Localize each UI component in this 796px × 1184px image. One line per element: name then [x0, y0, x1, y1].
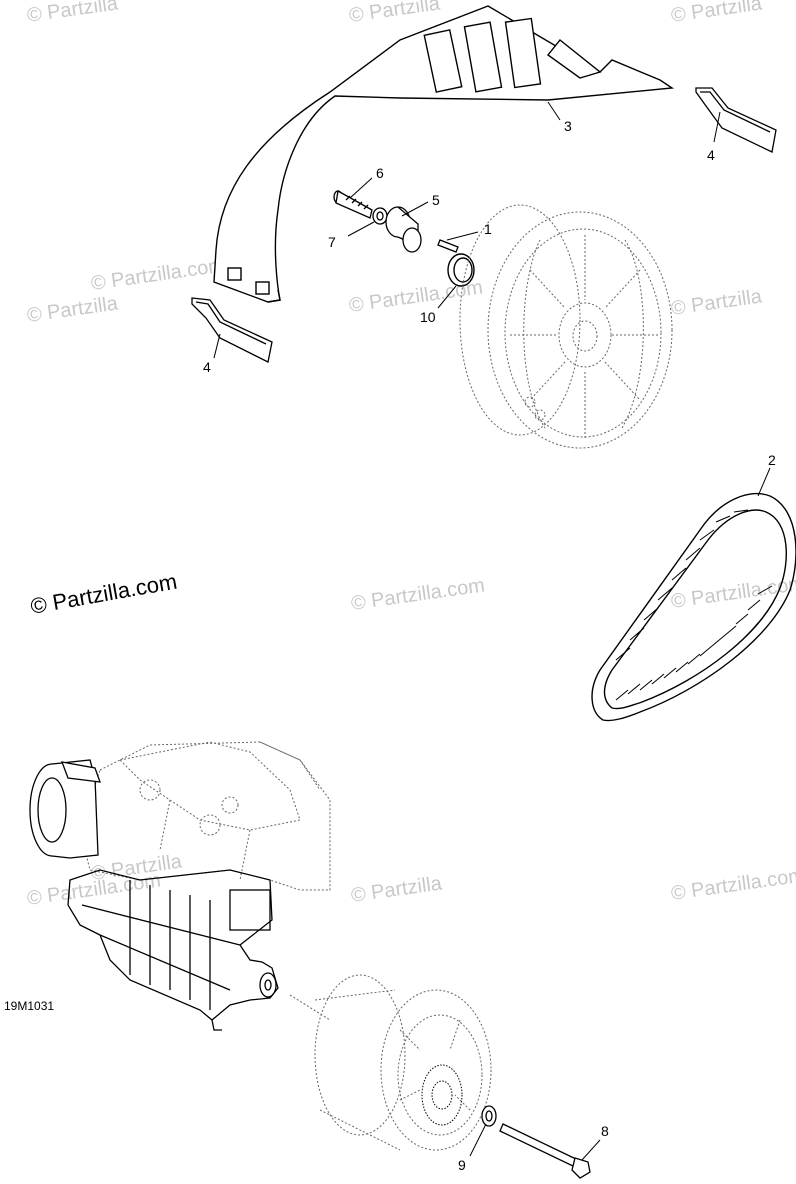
washer-part-9 [481, 1105, 497, 1127]
driven-pulley [459, 204, 673, 449]
pin-part-1 [437, 239, 459, 253]
washer-part-7 [372, 207, 388, 225]
leader-line-10 [437, 285, 457, 309]
callouts: 1 2 3 4 4 5 6 7 8 9 10 [203, 118, 776, 1173]
bolt-part-6 [333, 189, 373, 219]
watermark: © Partzilla.com [670, 572, 796, 613]
strip-part-4-left [191, 297, 273, 363]
callout-5: 5 [432, 192, 440, 208]
strip-part-4-right [695, 87, 777, 153]
callout-4: 4 [203, 359, 211, 375]
callout-4: 4 [707, 147, 715, 163]
belt-guard-part-3 [213, 5, 675, 303]
leader-line-7 [347, 221, 375, 237]
watermark: © Partzilla.com [90, 254, 227, 295]
callout-9: 9 [458, 1157, 466, 1173]
leader-line-1 [446, 231, 479, 241]
watermark: © Partzilla [670, 0, 764, 27]
bolt-part-8 [499, 1123, 591, 1179]
leader-line-8 [581, 1139, 601, 1161]
callout-1: 1 [484, 221, 492, 237]
leader-line-3 [547, 101, 561, 121]
leader-line-4a [713, 111, 721, 143]
bushing-part-5 [385, 206, 422, 253]
watermark: © Partzilla.com [670, 864, 796, 905]
callout-8: 8 [601, 1123, 609, 1139]
watermark: © Partzilla [26, 0, 120, 27]
leader-line-5 [401, 201, 429, 217]
drive-pulley-center [421, 1064, 463, 1126]
callout-7: 7 [328, 234, 336, 250]
leader-line-4b [213, 333, 221, 359]
engine [29, 741, 331, 1031]
watermark: © Partzilla [26, 292, 120, 327]
watermark-layer: © Partzilla © Partzilla © Partzilla © Pa… [26, 0, 796, 910]
watermark-main: © Partzilla.com [29, 569, 179, 619]
watermark: © Partzilla [670, 285, 764, 320]
diagram-id-label: 19M1031 [4, 999, 54, 1013]
leader-lines [213, 101, 771, 1161]
drive-pulley [289, 974, 492, 1151]
callout-10: 10 [420, 309, 436, 325]
leader-line-6 [349, 177, 373, 199]
callout-6: 6 [376, 165, 384, 181]
callout-3: 3 [564, 118, 572, 134]
leader-line-9 [469, 1123, 487, 1157]
callout-2: 2 [768, 452, 776, 468]
watermark: © Partzilla [350, 872, 444, 907]
watermark: © Partzilla [348, 0, 442, 27]
leader-line-2 [757, 467, 771, 497]
ring-part-10 [447, 253, 475, 287]
watermark: © Partzilla.com [350, 574, 487, 615]
